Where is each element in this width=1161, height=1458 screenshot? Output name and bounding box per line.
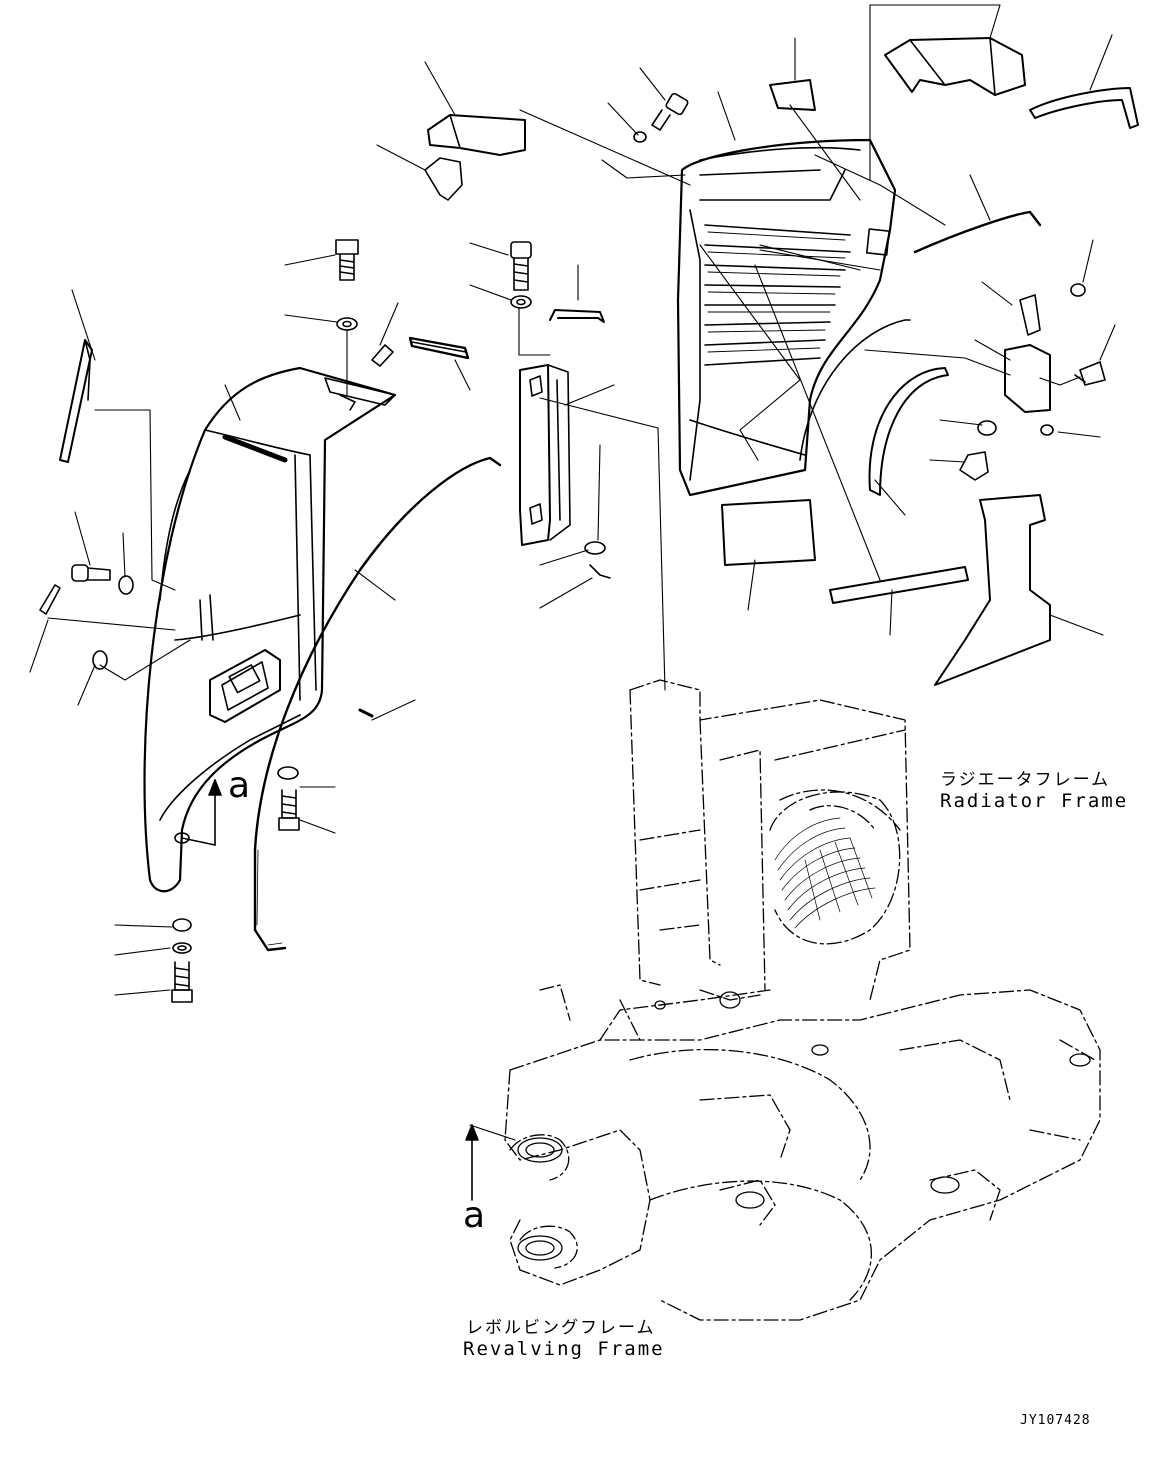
radiator-frame-label-jp: ラジエータフレーム <box>940 770 1111 790</box>
left-fasteners <box>39 239 374 1003</box>
leader-lines <box>29 4 1116 1141</box>
long-strip <box>829 566 969 604</box>
top-right-seal <box>1029 87 1139 129</box>
right-side-cover <box>934 494 1051 686</box>
radiator-grille-cover <box>676 138 911 497</box>
fan-shroud-hatch <box>774 817 876 929</box>
view-letter-upper: a <box>228 765 251 806</box>
cover-top-bracket <box>324 377 396 411</box>
revolving-frame-label-jp: レボルビングフレーム <box>466 1318 656 1338</box>
cover-latch <box>209 649 281 723</box>
top-left-pad <box>424 114 526 201</box>
radiator-frame <box>629 679 911 1001</box>
center-bracket <box>510 241 611 579</box>
view-arrow-upper <box>181 779 222 846</box>
damper-strip <box>408 336 470 360</box>
small-pin <box>371 344 394 367</box>
drawing-code: JY107428 <box>1020 1413 1091 1428</box>
revolving-frame-details <box>517 991 1091 1261</box>
revolving-frame <box>504 984 1101 1321</box>
top-small-pad <box>769 79 816 111</box>
right-rod <box>913 210 1042 254</box>
bottom-pad <box>721 499 816 566</box>
revolving-frame-label-en: Revalving Frame <box>463 1338 665 1360</box>
right-bracket <box>959 283 1106 481</box>
view-arrow-lower <box>465 1124 479 1201</box>
left-side-cover <box>143 366 397 893</box>
support-rod <box>253 456 502 952</box>
curved-seal <box>868 367 949 496</box>
top-cap-cover <box>884 37 1026 96</box>
radiator-frame-label-en: Radiator Frame <box>940 790 1129 812</box>
top-bolt <box>633 92 689 143</box>
left-seal-strip <box>59 339 93 463</box>
view-letter-lower: a <box>463 1195 486 1236</box>
